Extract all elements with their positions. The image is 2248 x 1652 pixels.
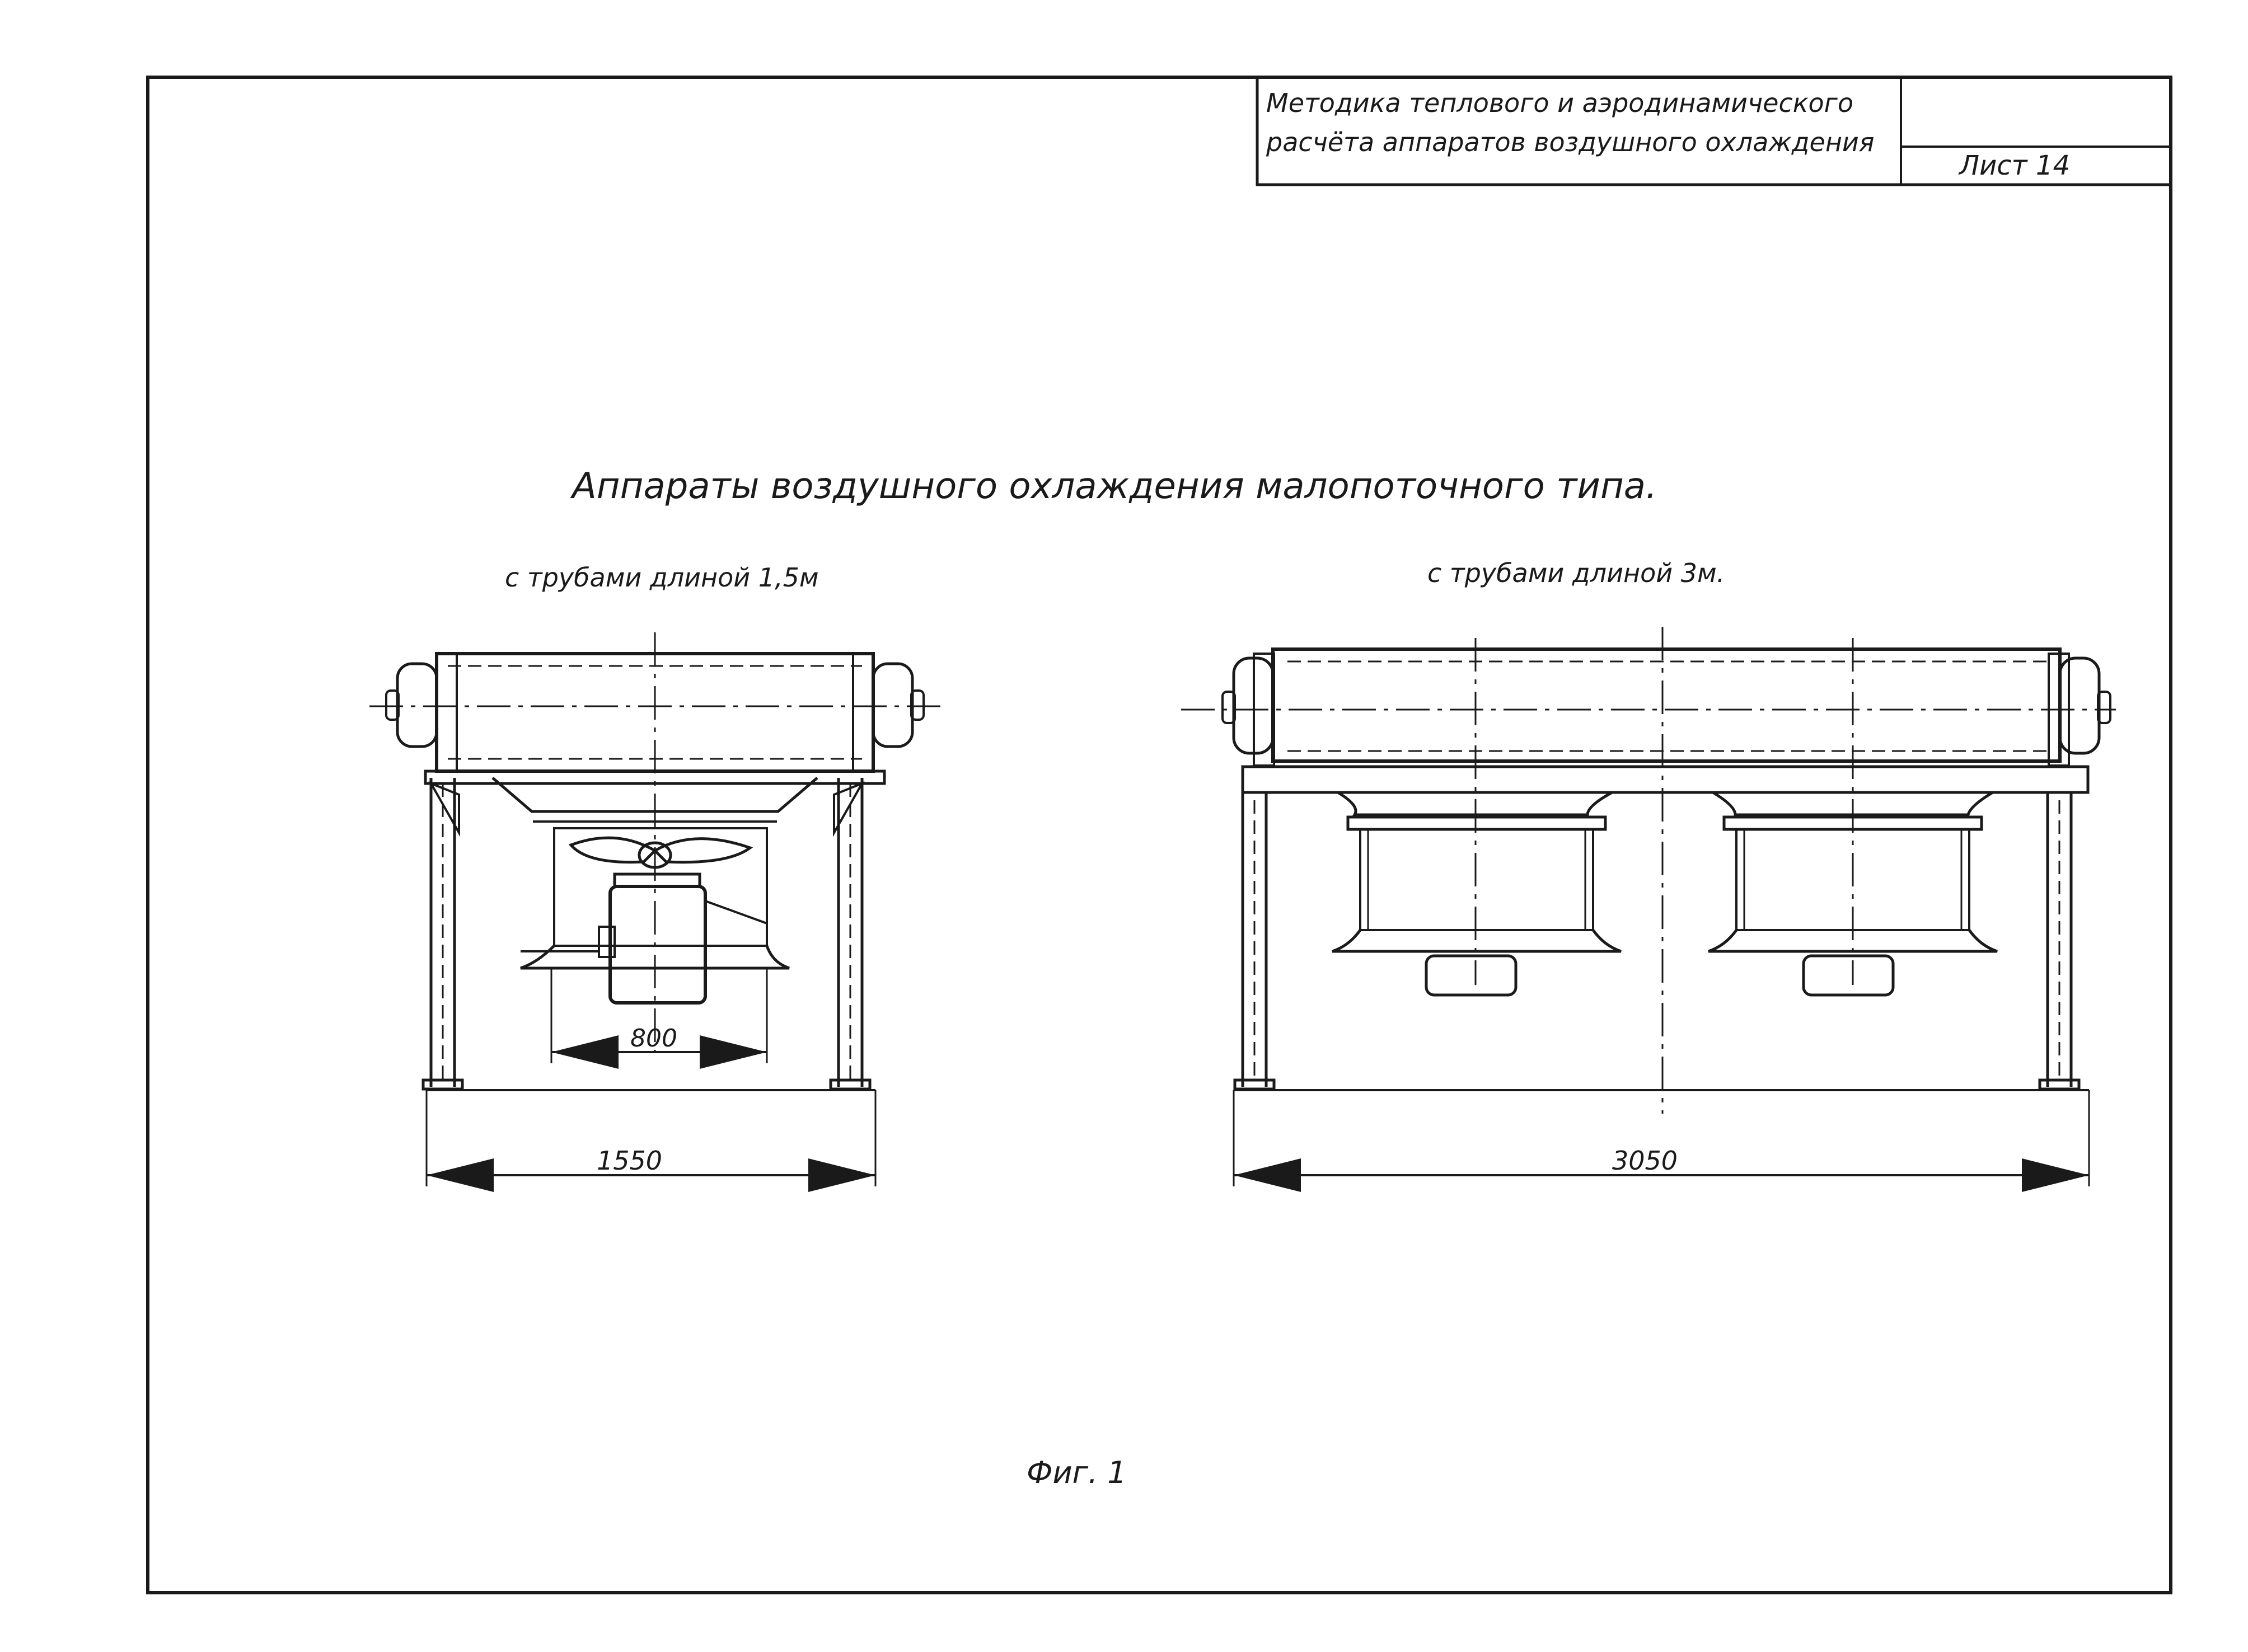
sheet-frame <box>146 76 2172 1594</box>
left-unit-drawing <box>369 632 940 1192</box>
right-unit-drawing <box>1181 627 2116 1192</box>
drawing-heading: Аппараты воздушного охлаждения малопоточ… <box>570 466 1657 507</box>
dimension-fan-diameter: 800 <box>630 1024 677 1053</box>
dimension-left-overall: 1550 <box>597 1146 662 1176</box>
title-block-line-1: Методика теплового и аэродинамического <box>1266 88 1853 118</box>
left-view-caption: с трубами длиной 1,5м <box>505 562 819 593</box>
figure-label: Фиг. 1 <box>1027 1455 1127 1490</box>
right-view-caption: с трубами длиной 3м. <box>1427 558 1725 588</box>
dimension-right-overall: 3050 <box>1612 1146 1678 1176</box>
sheet-number: Лист 14 <box>1958 150 2070 181</box>
title-block-line-2: расчёта аппаратов воздушного охлаждения <box>1266 127 1874 157</box>
title-block: Методика теплового и аэродинамического р… <box>1256 77 2171 186</box>
